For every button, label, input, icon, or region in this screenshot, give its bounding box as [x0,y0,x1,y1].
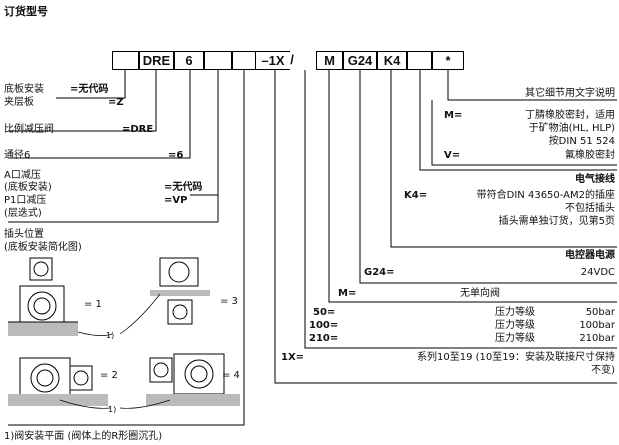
k4-line3: 插头需单独订货，见第5页 [498,216,615,227]
p100-value: 100bar [579,320,615,331]
p210-value: 210bar [579,333,615,344]
code-box-type: DRE [139,51,174,70]
code-box-empty [232,51,256,70]
p50-code: 50= [313,307,336,318]
code-box-reduction [204,51,232,70]
mount-standard-label: 底板安装 [4,84,44,95]
code-box-supply: G24 [343,51,377,70]
p100-code: 100= [309,320,339,331]
size-label: 通径6 [4,150,31,161]
k4-line1: 带符合DIN 43650-AM2的插座 [476,190,615,201]
k4-line2: 不包括插头 [565,203,615,214]
plug-pos-3: = 3 [220,296,238,307]
plug-pos-2: = 2 [100,370,118,381]
seal-m-line3: 按DIN 51 524 [548,136,615,147]
code-box-slash: / [290,52,294,67]
size-code: =6 [168,150,184,161]
valve-type-label: 比例减压阀 [4,124,54,135]
plug-pos-1: = 1 [84,299,102,310]
code-box-check-valve: M [316,51,343,70]
seal-m-line2: 于矿物油(HL, HLP) [528,123,615,134]
m-code: M= [338,288,357,299]
seal-v-code: V= [444,150,461,161]
code-box-seal [407,51,432,70]
footnote: 1)阀安装平面 (阀体上的R形圈沉孔) [4,431,163,442]
p50-value: 50bar [585,307,615,318]
note-mark-top: 1) [106,331,115,340]
p100-label: 压力等级 [495,320,535,331]
g24-code: G24= [364,267,395,278]
series-line1: 系列10至19 (10至19：安装及联接尺寸保持 [417,352,615,363]
valve-type-code: =DRE [122,124,154,135]
plug-position-drawings [8,257,240,409]
code-box-series: –1X [256,51,290,70]
k4-code: K4= [404,190,428,201]
g24-value: 24VDC [580,267,615,278]
plug-pos-4: = 4 [222,370,240,381]
port-a-code: =无代码 [164,182,203,193]
port-p-label: P1口减压 [4,195,47,206]
electrical-title: 电气接线 [575,174,615,185]
power-title: 电控器电源 [565,250,615,261]
note-mark-bottom: 1) [108,405,117,414]
plug-position-label: 插头位置 [4,229,44,240]
plug-position-sub: (底板安装简化图) [4,242,82,253]
seal-m-line1: 丁腈橡胶密封，适用 [525,110,615,121]
p50-label: 压力等级 [495,307,535,318]
mount-standard-code: =无代码 [70,84,109,95]
code-box-size: 6 [174,51,204,70]
p210-code: 210= [309,333,339,344]
series-line2: 不变) [591,365,615,376]
series-code: 1X= [281,352,305,363]
other-details: 其它细节用文字说明 [525,88,615,99]
port-p-sub: (层迭式) [4,208,42,219]
code-box-mount [112,51,139,70]
page-title: 订货型号 [4,5,48,18]
code-box-connection: K4 [377,51,407,70]
p210-label: 压力等级 [495,333,535,344]
mount-sandwich-label: 夹层板 [4,97,34,108]
port-p-code: =VP [164,195,188,206]
seal-v-text: 氟橡胶密封 [565,150,615,161]
seal-m-code: M= [444,110,463,121]
port-a-label: A口减压 [4,170,41,181]
plug-3-icon [167,299,193,325]
mount-sandwich-code: =Z [108,97,124,108]
m-text: 无单向阀 [460,288,500,299]
port-a-sub: (底板安装) [4,182,52,193]
code-box-other: * [432,51,464,70]
